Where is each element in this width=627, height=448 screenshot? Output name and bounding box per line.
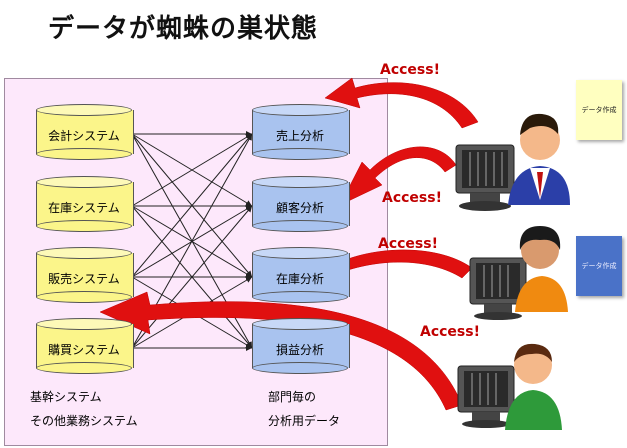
right-caption-line-2: 分析用データ bbox=[268, 414, 341, 428]
note-yellow: データ作成 bbox=[576, 80, 622, 140]
access-label-2: Access! bbox=[382, 190, 442, 206]
user-station-3 bbox=[457, 343, 562, 430]
db-customer-analysis: 顧客分析 bbox=[252, 176, 350, 232]
user-station-2 bbox=[469, 226, 568, 320]
db-sales-system-label: 販売システム bbox=[48, 271, 120, 286]
db-sales-system: 販売システム bbox=[36, 247, 134, 303]
access-label-1: Access! bbox=[380, 62, 440, 78]
db-inventory-analysis: 在庫分析 bbox=[252, 247, 350, 303]
access-label-3: Access! bbox=[378, 236, 438, 252]
db-customer-analysis-label: 顧客分析 bbox=[275, 200, 324, 215]
db-inventory-system-label: 在庫システム bbox=[48, 200, 120, 215]
db-purchasing-system-label: 購買システム bbox=[48, 342, 120, 357]
page-title: データが蜘蛛の巣状態 bbox=[48, 14, 319, 44]
db-inventory-system: 在庫システム bbox=[36, 176, 134, 232]
db-sales-analysis-label: 売上分析 bbox=[275, 128, 324, 143]
db-sales-analysis: 売上分析 bbox=[252, 104, 350, 160]
left-caption-line-2: その他業務システム bbox=[30, 414, 138, 428]
db-inventory-analysis-label: 在庫分析 bbox=[275, 271, 324, 286]
db-accounting-label: 会計システム bbox=[48, 128, 120, 143]
access-label-4: Access! bbox=[420, 324, 480, 340]
left-caption-line-1: 基幹システム bbox=[30, 390, 102, 404]
db-profit-analysis-label: 損益分析 bbox=[275, 342, 324, 357]
db-accounting: 会計システム bbox=[36, 104, 134, 160]
user-station-1 bbox=[455, 113, 570, 211]
note-blue-text: データ作成 bbox=[581, 262, 617, 270]
db-profit-analysis: 損益分析 bbox=[252, 318, 350, 374]
note-yellow-text: データ作成 bbox=[581, 106, 617, 114]
right-caption-line-1: 部門毎の bbox=[268, 390, 317, 404]
db-purchasing-system: 購買システム bbox=[36, 318, 134, 374]
note-blue: データ作成 bbox=[576, 236, 622, 296]
